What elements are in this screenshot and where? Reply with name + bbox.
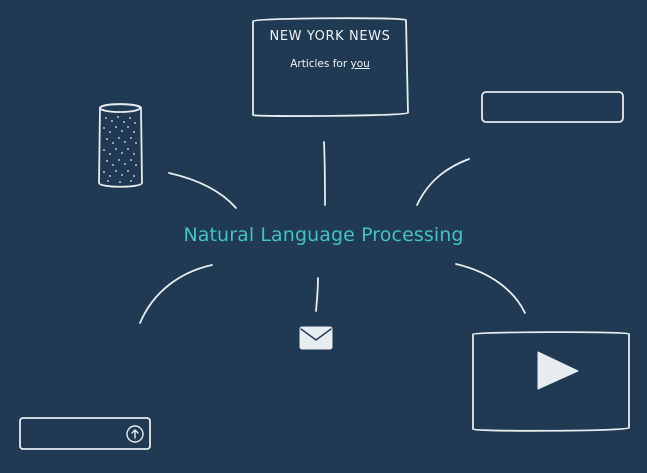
search-bar-icon [481,91,624,123]
news-card-subtitle: Articles for you [252,58,408,70]
connector-email [315,277,319,312]
center-label: Natural Language Processing [183,224,464,246]
news-card-subtitle-prefix: Articles for [290,58,348,70]
connector-search [416,158,470,206]
email-icon [299,326,333,350]
news-card-title: NEW YORK NEWS [269,29,391,44]
smart-speaker-icon [98,103,143,188]
connector-video [455,263,526,314]
video-player-icon [472,331,630,432]
news-card-subtitle-emphasis: you [350,58,370,70]
upload-bar-icon [19,417,151,450]
connector-upload [139,264,213,324]
news-card-icon [252,17,409,117]
connector-news [323,141,326,206]
connector-speaker [168,172,237,209]
